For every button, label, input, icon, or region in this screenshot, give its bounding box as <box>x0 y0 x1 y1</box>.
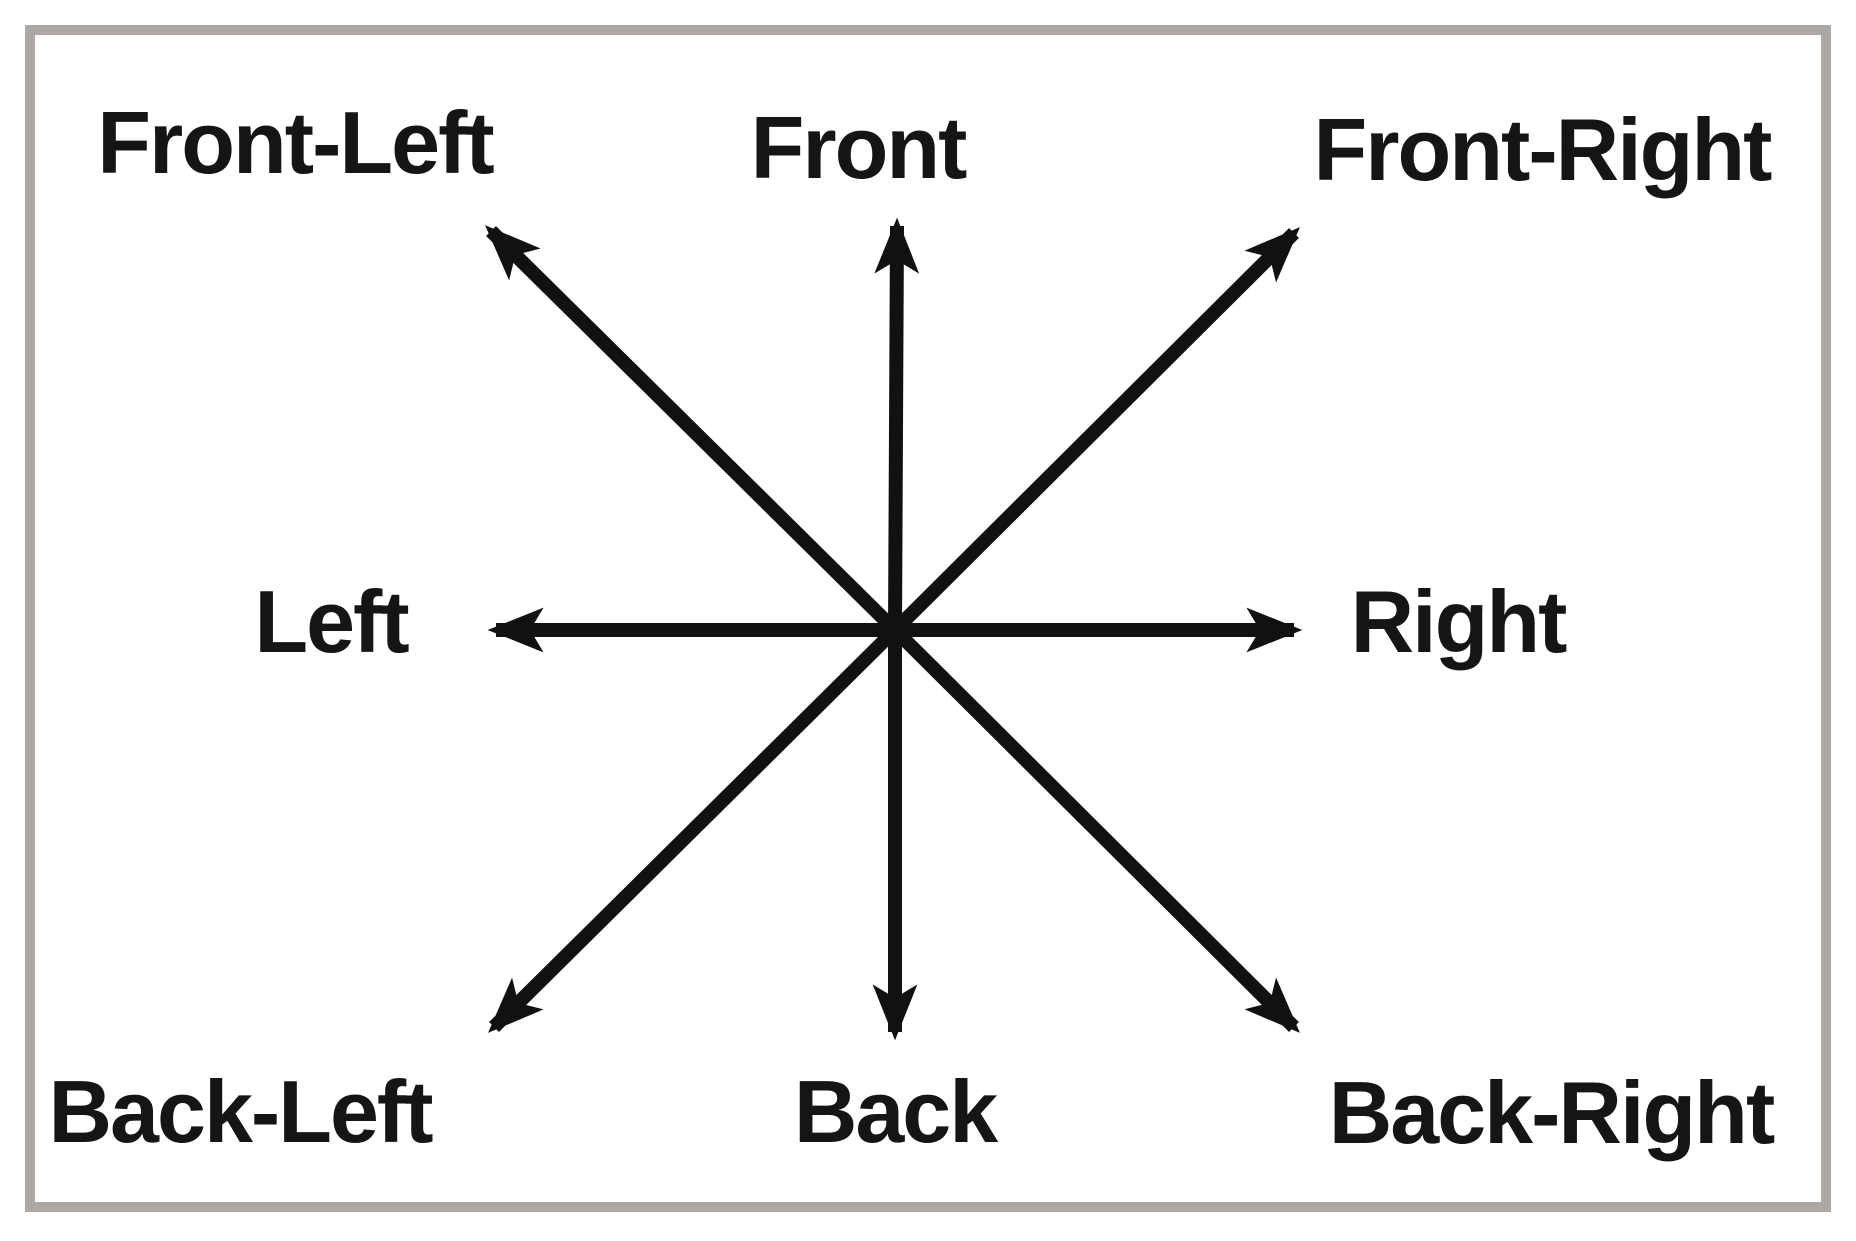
arrow-front-left <box>485 225 900 635</box>
label-back: Back <box>793 1062 998 1161</box>
label-left: Left <box>254 572 409 671</box>
diagram-frame <box>25 25 1831 1212</box>
label-front-right: Front-Right <box>1313 100 1773 199</box>
arrow-front-right <box>890 227 1300 635</box>
label-front: Front <box>750 98 968 197</box>
label-back-left: Back-Left <box>48 1062 434 1161</box>
label-right: Right <box>1350 572 1568 671</box>
arrow-back-right <box>890 625 1300 1033</box>
label-front-left: Front-Left <box>97 93 494 192</box>
arrow-back-left <box>488 625 900 1033</box>
arrow-front <box>874 217 920 631</box>
label-back-right: Back-Right <box>1328 1063 1775 1162</box>
